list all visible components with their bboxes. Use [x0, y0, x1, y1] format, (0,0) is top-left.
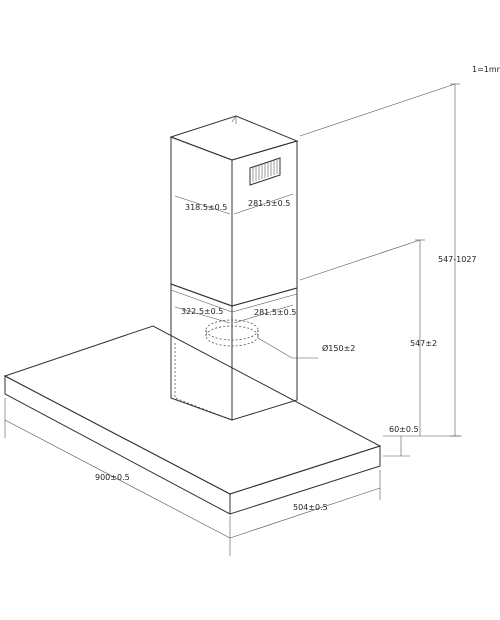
duct-outlet — [205, 319, 318, 359]
dim-canopy-width: 900±0.5 — [95, 473, 130, 482]
dim-chimney-upper-width: 281.5±0.5 — [248, 199, 290, 208]
chimney — [169, 115, 299, 421]
canopy — [3, 325, 382, 515]
dim-total-height: 547-1027 — [438, 255, 477, 264]
dim-duct-diameter: Ø150±2 — [322, 343, 355, 353]
scale-note: 1=1mm — [472, 65, 500, 74]
dim-lower-height: 547±2 — [410, 339, 437, 348]
dimension-lines — [4, 83, 462, 556]
vent-grille-icon — [249, 157, 281, 186]
dim-chimney-lower-width: 281.5±0.5 — [254, 308, 296, 317]
dim-chimney-lower-depth: 322.5±0.5 — [181, 307, 223, 316]
dim-canopy-depth: 504±0.5 — [293, 503, 328, 512]
dim-canopy-thickness: 60±0.5 — [389, 425, 419, 434]
dim-chimney-upper-depth: 318.5±0.5 — [185, 203, 227, 212]
